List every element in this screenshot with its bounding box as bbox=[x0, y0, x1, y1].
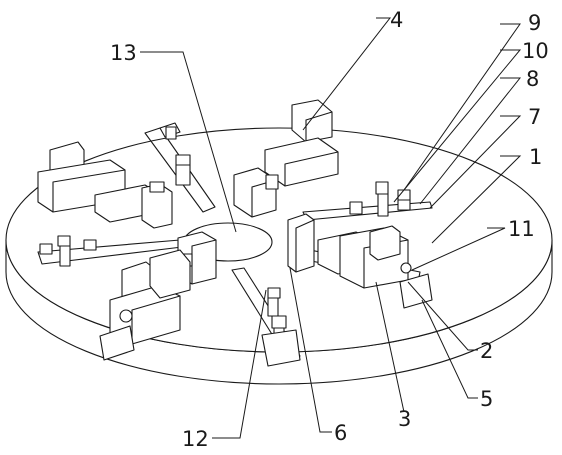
callout-10: 10 bbox=[522, 39, 549, 63]
callout-8: 8 bbox=[526, 67, 539, 91]
callout-11: 11 bbox=[508, 217, 535, 241]
clamp-left bbox=[37, 141, 173, 229]
clamp-top bbox=[159, 99, 339, 218]
bolts-upper-right bbox=[349, 181, 411, 217]
callout-6: 6 bbox=[334, 421, 347, 445]
callout-1: 1 bbox=[529, 145, 542, 169]
callout-labels: 1 2 3 4 5 6 7 8 9 10 11 12 13 bbox=[110, 8, 549, 451]
clamp-right bbox=[261, 213, 433, 367]
callout-5: 5 bbox=[480, 387, 493, 411]
callout-4: 4 bbox=[390, 8, 403, 32]
callout-7: 7 bbox=[528, 105, 541, 129]
callout-12: 12 bbox=[182, 427, 209, 451]
callout-13: 13 bbox=[110, 41, 137, 65]
callout-2: 2 bbox=[480, 339, 493, 363]
callout-9: 9 bbox=[528, 11, 541, 35]
clamp-bottom-left bbox=[99, 249, 191, 361]
callout-3: 3 bbox=[398, 407, 411, 431]
leader-lines bbox=[140, 17, 522, 439]
